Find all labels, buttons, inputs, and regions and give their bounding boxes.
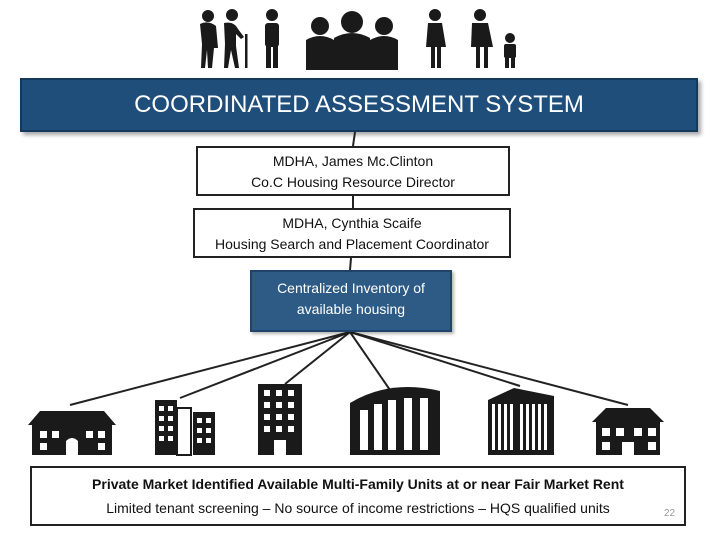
page-number: 22 (664, 508, 676, 519)
building-icons (28, 384, 664, 456)
title-banner: COORDINATED ASSESSMENT SYSTEM (20, 78, 698, 132)
director-title: Co.C Housing Resource Director (251, 174, 455, 190)
people-icons (200, 9, 516, 70)
market-description-box: Private Market Identified Available Mult… (30, 466, 686, 526)
coordinator-title: Housing Search and Placement Coordinator (215, 236, 489, 252)
director-name: MDHA, James Mc.Clinton (272, 153, 434, 169)
director-box: MDHA, James Mc.Clinton Co.C Housing Reso… (196, 146, 510, 196)
person-icon (265, 9, 279, 68)
curved-building-icon (350, 387, 440, 455)
market-criteria: Limited tenant screening – No source of … (106, 500, 610, 516)
inventory-line1: Centralized Inventory of (277, 280, 425, 296)
group-icon (306, 11, 398, 70)
inventory-line2: available housing (296, 301, 406, 317)
highrise-icon (488, 388, 554, 455)
townhouse-icon (592, 408, 664, 455)
apartment-icon (155, 400, 215, 456)
coordinator-name: MDHA, Cynthia Scaife (282, 215, 422, 231)
coordinator-box: MDHA, Cynthia Scaife Housing Search and … (193, 208, 511, 258)
house-icon (28, 411, 116, 455)
elderly-couple-icon (200, 9, 248, 69)
family-icon (426, 9, 516, 68)
inventory-box: Centralized Inventory of available housi… (250, 270, 452, 332)
market-headline: Private Market Identified Available Mult… (92, 476, 624, 492)
office-building-icon (258, 384, 302, 455)
